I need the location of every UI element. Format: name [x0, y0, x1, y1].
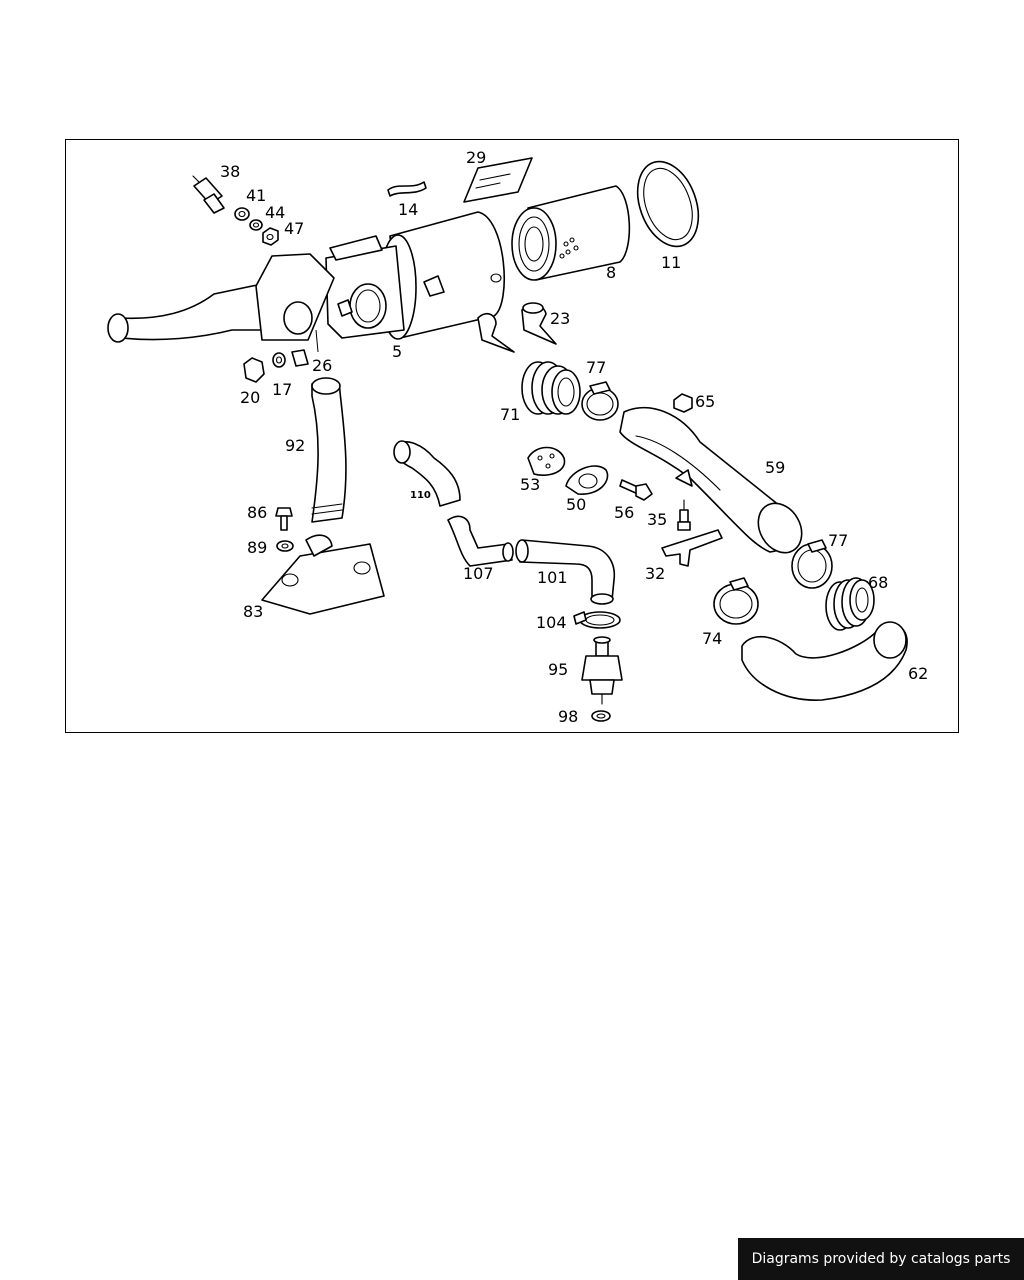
part-98-washer[interactable] — [591, 710, 611, 722]
part-71-bellows[interactable] — [521, 361, 581, 415]
callout-44: 44 — [265, 203, 285, 222]
part-32-bracket[interactable] — [661, 529, 723, 567]
part-11-seal-ring[interactable] — [627, 153, 710, 255]
part-5-filter-housing[interactable] — [325, 211, 505, 340]
callout-11: 11 — [661, 253, 681, 272]
callout-71: 71 — [500, 405, 520, 424]
part-intake-duct[interactable] — [107, 253, 335, 343]
part-29-label[interactable] — [463, 157, 533, 203]
part-77-clamp-upper[interactable] — [581, 381, 619, 421]
part-26-sleeve[interactable] — [291, 329, 319, 367]
callout-5: 5 — [392, 342, 402, 361]
callout-62: 62 — [908, 664, 928, 683]
callout-68: 68 — [868, 573, 888, 592]
callout-65: 65 — [695, 392, 715, 411]
callout-92: 92 — [285, 436, 305, 455]
callout-74: 74 — [702, 629, 722, 648]
callout-86: 86 — [247, 503, 267, 522]
part-17-washer[interactable] — [272, 352, 286, 368]
callout-26: 26 — [312, 356, 332, 375]
part-83-housing[interactable] — [261, 534, 385, 615]
part-86-bolt[interactable] — [275, 507, 293, 531]
part-68-bellows[interactable] — [825, 577, 875, 631]
callout-14: 14 — [398, 200, 418, 219]
part-110-hose[interactable] — [393, 440, 461, 507]
callout-32: 32 — [645, 564, 665, 583]
part-89-washer[interactable] — [276, 540, 294, 552]
callout-77-upper: 77 — [586, 358, 606, 377]
callout-8: 8 — [606, 263, 616, 282]
part-107-hose[interactable] — [447, 515, 514, 567]
callout-38: 38 — [220, 162, 240, 181]
callout-20: 20 — [240, 388, 260, 407]
part-23-drain-valve[interactable] — [521, 302, 557, 345]
callout-110: 110 — [410, 490, 431, 501]
callout-23: 23 — [550, 309, 570, 328]
part-44-washer[interactable] — [249, 219, 263, 231]
part-38-sensor[interactable] — [192, 175, 225, 214]
callout-17: 17 — [272, 380, 292, 399]
callout-77-lower: 77 — [828, 531, 848, 550]
callout-107: 107 — [463, 564, 494, 583]
part-92-hose[interactable] — [311, 377, 347, 523]
part-35-stud[interactable] — [677, 499, 691, 531]
part-65-nut[interactable] — [673, 393, 693, 413]
part-41-washer[interactable] — [234, 207, 250, 221]
part-95-valve[interactable] — [581, 636, 623, 705]
callout-53: 53 — [520, 475, 540, 494]
part-53-gasket[interactable] — [527, 446, 566, 476]
part-56-bolt[interactable] — [619, 479, 653, 501]
callout-47: 47 — [284, 219, 304, 238]
part-74-clamp[interactable] — [713, 577, 759, 625]
callout-29: 29 — [466, 148, 486, 167]
callout-83: 83 — [243, 602, 263, 621]
part-104-clamp[interactable] — [573, 611, 621, 629]
credit-text: Diagrams provided by catalogs parts — [751, 1251, 1011, 1267]
part-47-nut[interactable] — [262, 227, 279, 246]
credit-badge: Diagrams provided by catalogs parts — [738, 1238, 1024, 1280]
callout-50: 50 — [566, 495, 586, 514]
callout-56: 56 — [614, 503, 634, 522]
part-62-pipe[interactable] — [741, 621, 908, 701]
callout-59: 59 — [765, 458, 785, 477]
part-101-pipe[interactable] — [515, 539, 616, 605]
part-59-air-pipe[interactable] — [619, 407, 810, 561]
part-77-clamp-lower[interactable] — [791, 539, 833, 589]
part-50-flange[interactable] — [565, 465, 609, 495]
callout-101: 101 — [537, 568, 568, 587]
callout-104: 104 — [536, 613, 567, 632]
part-drain-valve-housing[interactable] — [477, 312, 515, 353]
callout-35: 35 — [647, 510, 667, 529]
callout-95: 95 — [548, 660, 568, 679]
callout-89: 89 — [247, 538, 267, 557]
part-20-nut[interactable] — [243, 357, 265, 383]
part-14-clip[interactable] — [387, 181, 427, 197]
callout-41: 41 — [246, 186, 266, 205]
callout-98: 98 — [558, 707, 578, 726]
part-8-filter-element[interactable] — [511, 185, 631, 281]
